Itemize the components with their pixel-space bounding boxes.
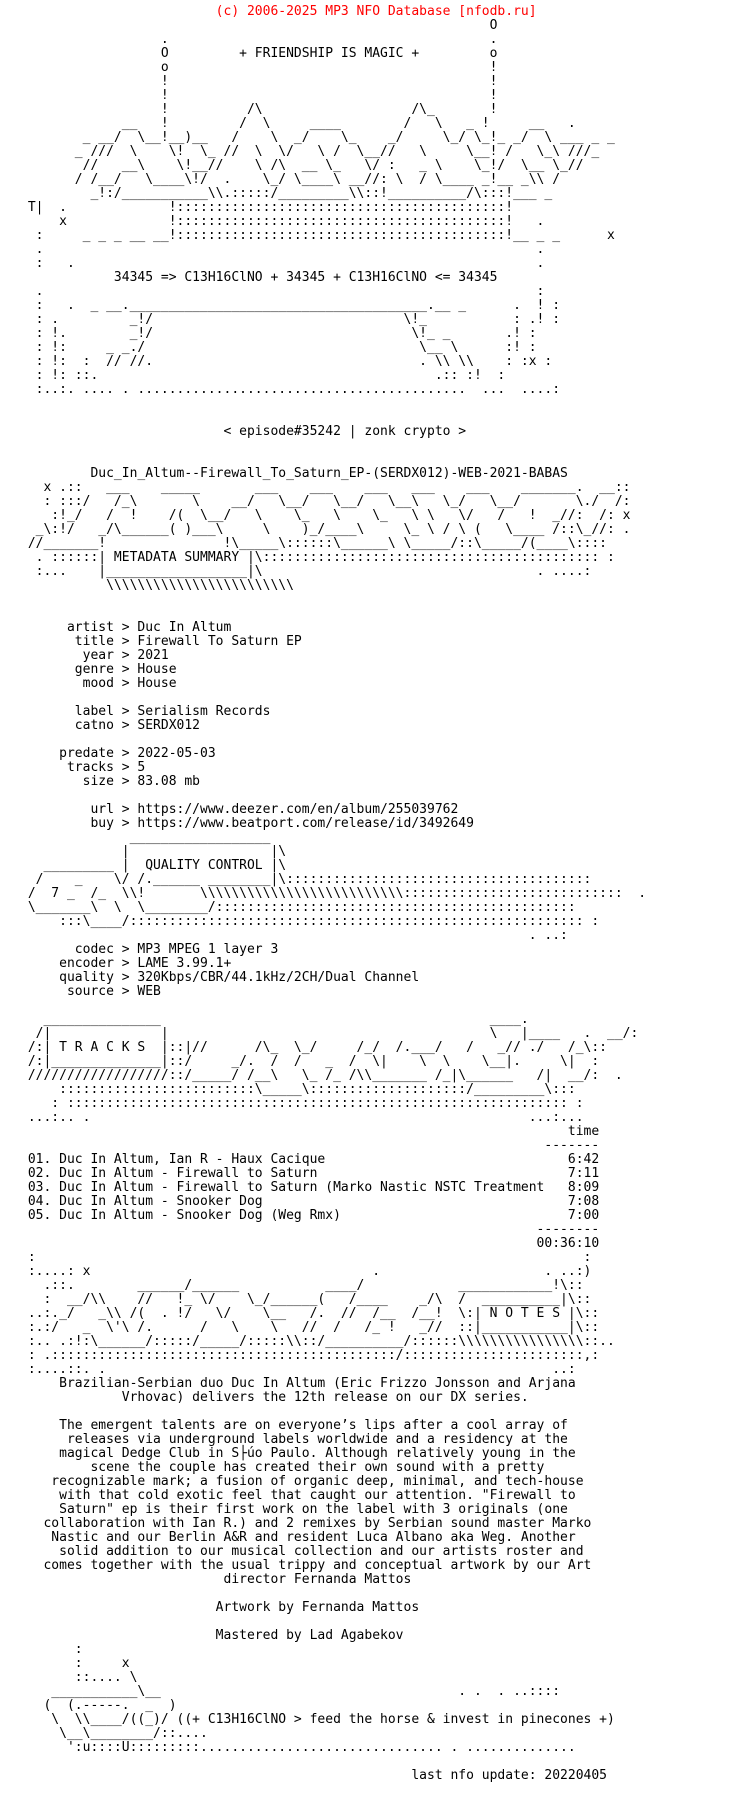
track-list-table: time ------- 01. Duc In Altum, Ian R - H… — [27, 1124, 600, 1251]
notes-banner-art: : : :....: x . . ..:) .::. ______/______… — [27, 1250, 615, 1377]
tracks-banner-art: _______________ ____. /| | \ |____ . __/… — [27, 1012, 639, 1125]
metadata-summary-banner-art: x .:: ___ _____ ___ ___ ___ ___ ___ ____… — [27, 480, 631, 593]
quality-fields: codec > MP3 MPEG 1 layer 3 encoder > LAM… — [59, 942, 420, 999]
episode-and-release-name: < episode#35242 | zonk crypto > Duc_In_A… — [90, 424, 568, 481]
header-balloon-mountains-art: O . . O + FRIENDSHIP IS MAGIC + o o ! — [27, 18, 615, 243]
metadata-fields: artist > Duc In Altum title > Firewall T… — [59, 620, 474, 831]
chemistry-bridge-art: . . : . . 34345 => C13H16ClNO + 34345 + … — [35, 242, 561, 397]
notes-text: Brazilian-Serbian duo Duc In Altum (Eric… — [43, 1376, 592, 1643]
copyright-line: (c) 2006-2025 MP3 NFO Database [nfodb.ru… — [20, 4, 537, 19]
footer-horse-art-and-update: : : x ::.... \ ___________\__ . . . ..::… — [43, 1642, 615, 1783]
quality-control-banner-art: __________________ | |\ _________ | QUAL… — [27, 830, 647, 943]
